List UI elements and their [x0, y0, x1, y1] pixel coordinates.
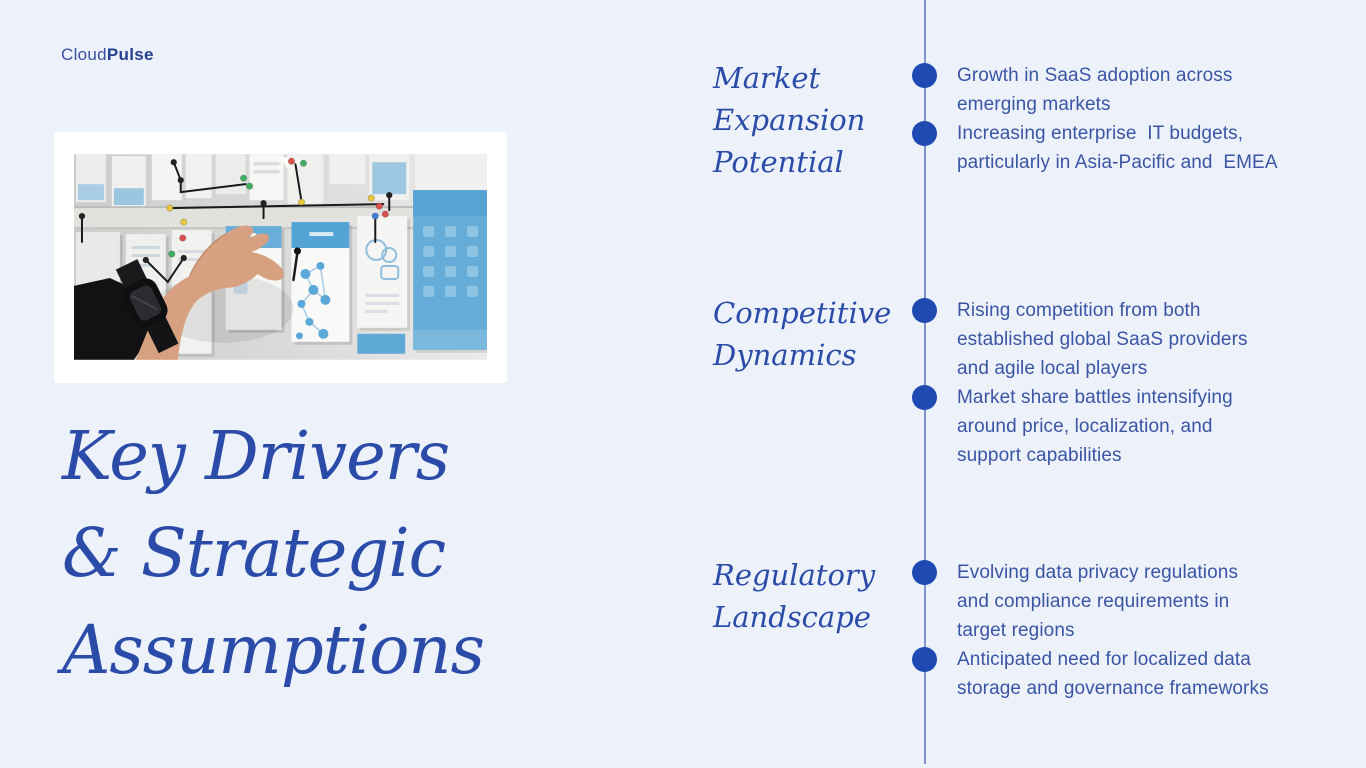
bullet-text: Market share battles intensifying around… [957, 387, 1233, 466]
bullet-list: Rising competition from both established… [912, 296, 1329, 470]
bullet-text: Growth in SaaS adoption across emerging … [957, 65, 1233, 115]
brand-logo-prefix: Cloud [61, 45, 107, 64]
bullet-item: Evolving data privacy regulations and co… [912, 558, 1329, 645]
bullet-text: Increasing enterprise IT budgets, partic… [957, 123, 1278, 173]
timeline-dot-icon [912, 298, 937, 323]
bullet-item: Rising competition from both established… [912, 296, 1329, 383]
timeline-section-competitive-dynamics: Competitive Dynamics Rising competition … [713, 292, 1325, 466]
bullet-item: Growth in SaaS adoption across emerging … [912, 61, 1329, 119]
bullet-text: Rising competition from both established… [957, 300, 1248, 379]
section-heading: Competitive Dynamics [713, 296, 892, 372]
bullet-item: Market share battles intensifying around… [912, 383, 1329, 470]
timeline-section-regulatory-landscape: Regulatory Landscape Evolving data priva… [713, 554, 1325, 699]
bullet-item: Anticipated need for localized data stor… [912, 645, 1329, 703]
slide-title: Key Drivers & Strategic Assumptions [62, 417, 485, 689]
planning-board-photo [54, 132, 507, 383]
timeline-dot-icon [912, 121, 937, 146]
section-heading: Regulatory Landscape [713, 558, 876, 634]
bullet-list: Evolving data privacy regulations and co… [912, 558, 1329, 703]
bullet-text: Anticipated need for localized data stor… [957, 649, 1269, 699]
planning-board-illustration [74, 154, 487, 360]
timeline-dot-icon [912, 560, 937, 585]
bullet-item: Increasing enterprise IT budgets, partic… [912, 119, 1329, 177]
brand-logo: CloudPulse [61, 45, 154, 65]
timeline-line [924, 0, 926, 764]
section-heading: Market Expansion Potential [713, 61, 866, 179]
brand-logo-suffix: Pulse [106, 45, 154, 64]
timeline-dot-icon [912, 647, 937, 672]
bullet-text: Evolving data privacy regulations and co… [957, 562, 1239, 641]
timeline-dot-icon [912, 63, 937, 88]
timeline-dot-icon [912, 385, 937, 410]
bullet-list: Growth in SaaS adoption across emerging … [912, 61, 1329, 177]
timeline-section-market-expansion: Market Expansion Potential Growth in Saa… [713, 57, 1325, 183]
